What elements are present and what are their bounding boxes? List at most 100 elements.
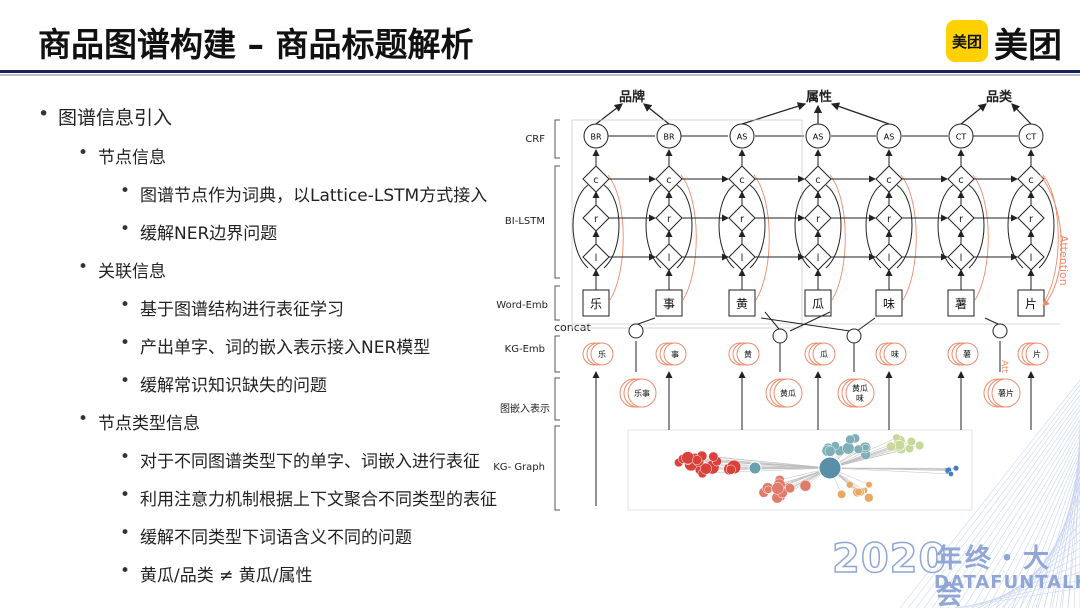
kg-emb-node: 片 xyxy=(1018,343,1048,365)
svg-text:l: l xyxy=(960,253,963,264)
svg-text:乐: 乐 xyxy=(598,349,606,359)
kg-graph-node xyxy=(886,442,895,451)
concat-node xyxy=(773,329,787,343)
lstm-cell: r xyxy=(876,205,902,231)
attention-link xyxy=(973,175,988,300)
svg-text:AS: AS xyxy=(884,133,895,142)
kg-graph-node xyxy=(948,471,953,476)
kg-graph-node xyxy=(700,463,711,474)
kg-graph-node xyxy=(837,490,845,498)
kg-word-node: 乐事 xyxy=(620,379,656,407)
lstm-cell: r xyxy=(656,205,682,231)
lstm-cell: c xyxy=(876,166,902,192)
kg-graph-node xyxy=(846,481,853,488)
word-emb-box: 瓜 xyxy=(805,290,831,316)
svg-text:l: l xyxy=(888,253,891,264)
svg-text:c: c xyxy=(666,175,672,186)
svg-text:CT: CT xyxy=(956,133,967,142)
kg-emb-node: 味 xyxy=(876,343,906,365)
svg-text:l: l xyxy=(668,253,671,264)
svg-text:c: c xyxy=(739,175,745,186)
svg-text:瓜: 瓜 xyxy=(812,297,824,311)
row-label-crf: CRF xyxy=(525,134,545,145)
svg-text:l: l xyxy=(595,253,598,264)
kg-emb-node: 事 xyxy=(656,343,686,365)
svg-text:片: 片 xyxy=(1033,349,1041,359)
kg-graph-node xyxy=(864,493,873,502)
svg-text:味: 味 xyxy=(856,393,864,403)
kg-graph-node xyxy=(682,452,695,465)
crf-node: AS xyxy=(730,124,754,148)
kg-emb-node: 薯 xyxy=(948,343,978,365)
kg-graph-node xyxy=(785,483,795,493)
word-emb-box: 味 xyxy=(876,290,902,316)
output-label-attribute: 属性 xyxy=(806,89,832,105)
svg-text:薯: 薯 xyxy=(955,297,967,311)
kg-emb-node: 黄 xyxy=(729,343,759,365)
row-label-concat: concat xyxy=(554,321,592,334)
kg-graph-node xyxy=(846,435,855,444)
kg-word-node: 黄瓜味 xyxy=(838,379,874,407)
kg-word-node: 薯片 xyxy=(984,379,1020,407)
lstm-cell: l xyxy=(729,244,755,270)
lstm-cell: r xyxy=(805,205,831,231)
kg-graph-node xyxy=(772,482,784,494)
svg-text:黄: 黄 xyxy=(744,349,752,359)
concat-node xyxy=(993,324,1007,338)
word-emb-box: 黄 xyxy=(729,290,755,316)
lstm-cell: l xyxy=(656,244,682,270)
svg-text:AS: AS xyxy=(737,133,748,142)
crf-node: CT xyxy=(1019,124,1043,148)
output-label-category: 品类 xyxy=(986,89,1013,105)
svg-text:味: 味 xyxy=(883,297,895,311)
kg-graph-node xyxy=(895,441,905,451)
svg-text:薯片: 薯片 xyxy=(998,388,1014,398)
crf-row: BR BR AS AS AS CT CT xyxy=(584,124,1043,148)
row-label-kg-graph: KG- Graph xyxy=(493,462,545,473)
kg-word-row: 乐事黄瓜黄瓜味薯片 xyxy=(620,379,1020,407)
crf-node: BR xyxy=(657,124,681,148)
row-label-graph-emb: 图嵌入表示 xyxy=(500,402,550,415)
kg-graph-image xyxy=(628,430,972,510)
svg-text:BR: BR xyxy=(663,133,674,142)
svg-text:c: c xyxy=(886,175,892,186)
row-label-kg-emb: KG-Emb xyxy=(505,344,545,355)
svg-text:AS: AS xyxy=(813,133,824,142)
svg-text:c: c xyxy=(1028,175,1034,186)
attention-link xyxy=(901,175,916,300)
kg-graph-node xyxy=(862,444,869,451)
concat-nodes xyxy=(629,324,1007,343)
attention-label: Attention xyxy=(1057,235,1070,286)
kg-graph-node xyxy=(726,465,735,474)
attention-link xyxy=(830,175,845,300)
kg-graph-node xyxy=(915,441,924,450)
svg-text:c: c xyxy=(958,175,964,186)
svg-text:乐事: 乐事 xyxy=(634,388,650,398)
output-label-brand: 品牌 xyxy=(619,89,645,105)
lstm-cell: c xyxy=(729,166,755,192)
svg-text:事: 事 xyxy=(663,297,675,311)
kg-graph-node xyxy=(854,445,863,454)
lstm-cell: c xyxy=(583,166,609,192)
crf-node: CT xyxy=(949,124,973,148)
lstm-cell: c xyxy=(805,166,831,192)
kg-graph-node xyxy=(907,437,916,446)
concat-node xyxy=(847,329,861,343)
kg-graph-node xyxy=(764,486,772,494)
kg-emb-node: 乐 xyxy=(583,343,613,365)
svg-text:l: l xyxy=(1030,253,1033,264)
lstm-cell: r xyxy=(948,205,974,231)
attention-link xyxy=(681,175,696,300)
lstm-cell: l xyxy=(805,244,831,270)
kg-graph-hub xyxy=(749,462,761,474)
svg-text:薯: 薯 xyxy=(963,349,971,359)
kg-emb-node: 瓜 xyxy=(805,343,835,365)
lstm-cell: r xyxy=(583,205,609,231)
word-emb-box: 乐 xyxy=(583,290,609,316)
kg-graph-node xyxy=(692,455,701,464)
lstm-cell: l xyxy=(583,244,609,270)
word-emb-box: 片 xyxy=(1018,290,1044,316)
kg-graph-node xyxy=(709,452,718,461)
lstm-cell: c xyxy=(948,166,974,192)
